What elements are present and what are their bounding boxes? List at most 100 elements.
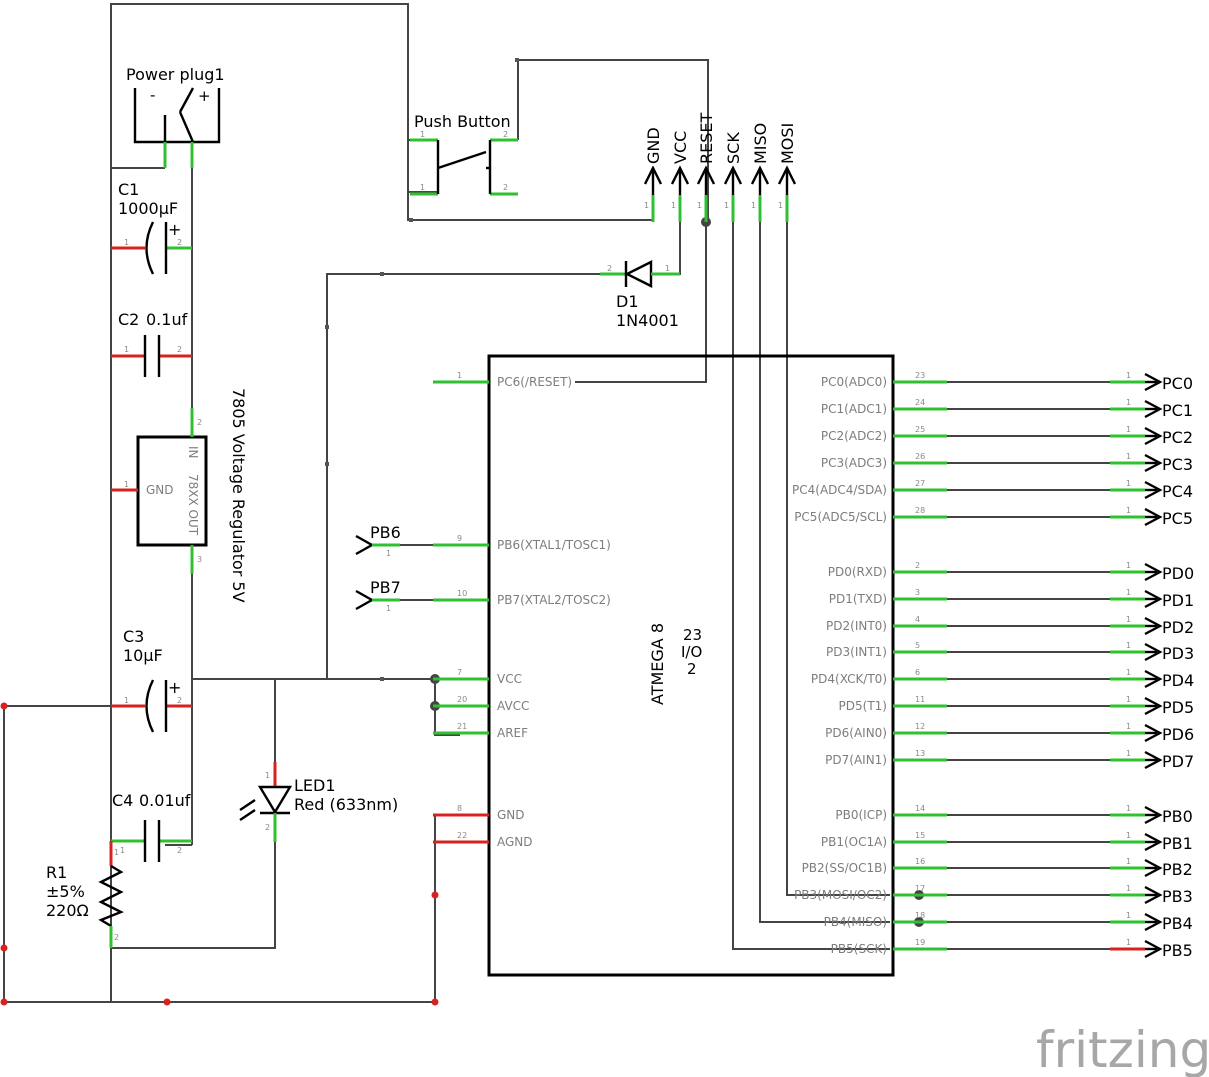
c2-name: C2 [118, 310, 139, 329]
mcu-pin-label: PC2(ADC2) [821, 429, 887, 443]
svg-text:1: 1 [120, 846, 125, 855]
net-label: PC4 [1162, 482, 1193, 501]
svg-text:1: 1 [778, 201, 783, 210]
svg-text:1: 1 [1126, 749, 1131, 758]
mcu-pin-12[interactable]: 12 PD6(AIN0) [825, 722, 947, 740]
input-net-pb7[interactable]: PB7 1 [355, 578, 401, 613]
led-led1[interactable]: LED1 Red (633nm) 12 [239, 762, 398, 842]
mcu-pin-label: PB4(MISO) [824, 915, 887, 929]
svg-text:12: 12 [915, 722, 925, 731]
push-button[interactable]: Push Button 11 22 [410, 112, 518, 196]
net-label: PB2 [1162, 860, 1193, 879]
resistor-r1[interactable]: R1 ±5% 220Ω 12 [46, 841, 124, 948]
svg-text:14: 14 [915, 804, 925, 813]
header-label-mosi: MOSI [778, 123, 797, 164]
mcu-pin-label: PC5(ADC5/SCL) [794, 510, 887, 524]
c3-name: C3 [123, 627, 144, 646]
input-net-pb6[interactable]: PB6 1 [355, 523, 401, 558]
svg-text:2: 2 [177, 238, 182, 247]
svg-text:10: 10 [457, 589, 467, 598]
svg-text:1: 1 [124, 696, 129, 705]
svg-text:3: 3 [197, 555, 202, 564]
svg-text:26: 26 [915, 452, 925, 461]
power-plug[interactable]: Power plug1 - + [126, 65, 225, 168]
mcu-pin-label: PC3(ADC3) [821, 456, 887, 470]
mcu-pin-26[interactable]: 26 PC3(ADC3) [821, 452, 947, 470]
svg-text:1: 1 [1126, 884, 1131, 893]
net-label: PC3 [1162, 455, 1193, 474]
mcu-pin-label: PC0(ADC0) [821, 375, 887, 389]
header-pin-mosi[interactable]: MOSI 1 [777, 123, 797, 222]
header-label-miso: MISO [751, 123, 770, 164]
mcu-pin-label: AVCC [497, 699, 529, 713]
mcu-pin-label: PD4(XCK/T0) [811, 672, 887, 686]
svg-text:1: 1 [420, 183, 425, 192]
svg-text:1: 1 [644, 201, 649, 210]
svg-text:1: 1 [386, 549, 391, 558]
svg-text:1: 1 [1126, 911, 1131, 920]
svg-text:1: 1 [1126, 695, 1131, 704]
svg-text:1: 1 [124, 345, 129, 354]
mcu-pin-label: PD6(AIN0) [825, 726, 887, 740]
svg-text:2: 2 [177, 696, 182, 705]
voltage-regulator[interactable]: GND IN 78XX OUT 7805 Voltage Regulator 5… [111, 388, 248, 603]
